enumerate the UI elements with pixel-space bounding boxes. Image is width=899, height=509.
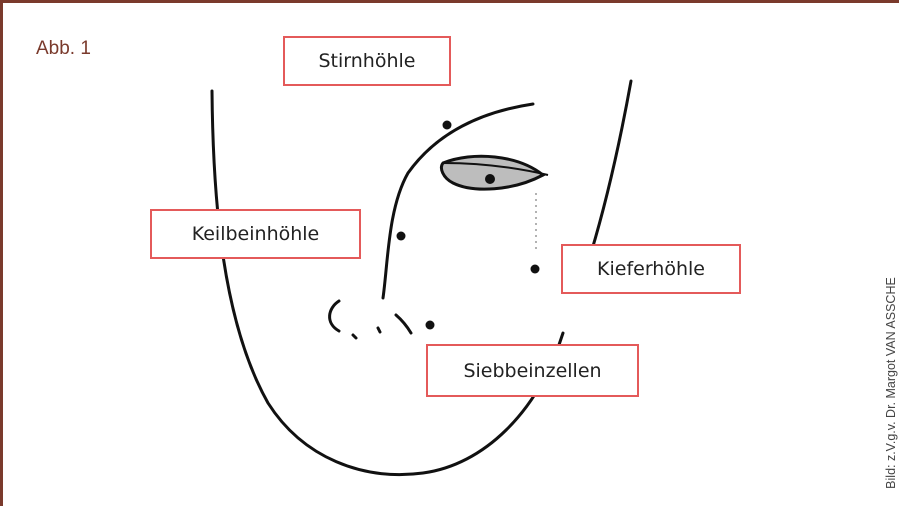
face-diagram xyxy=(3,3,899,509)
nostril-mid2 xyxy=(378,328,380,332)
pupil xyxy=(485,174,495,184)
label-kieferhoehle: Kieferhöhle xyxy=(561,244,741,294)
label-siebbeinzellen: Siebbeinzellen xyxy=(426,344,639,397)
face-contour-left xyxy=(212,91,563,475)
dot-kieferhoehle xyxy=(531,265,540,274)
nostril-right xyxy=(396,315,411,333)
dot-stirnhoehle xyxy=(443,121,452,130)
nostril-mid xyxy=(353,335,356,338)
face-contour-right xyxy=(591,81,631,253)
label-stirnhoehle: Stirnhöhle xyxy=(283,36,451,86)
image-credit: Bild: z.V.g.v. Dr. Margot VAN ASSCHE xyxy=(884,277,898,489)
label-keilbeinhoehle: Keilbeinhöhle xyxy=(150,209,361,259)
eye xyxy=(441,156,543,189)
dot-keilbeinhoehle xyxy=(397,232,406,241)
dot-siebbeinzellen xyxy=(426,321,435,330)
nose-line xyxy=(383,104,533,298)
nostril-left xyxy=(330,301,339,331)
